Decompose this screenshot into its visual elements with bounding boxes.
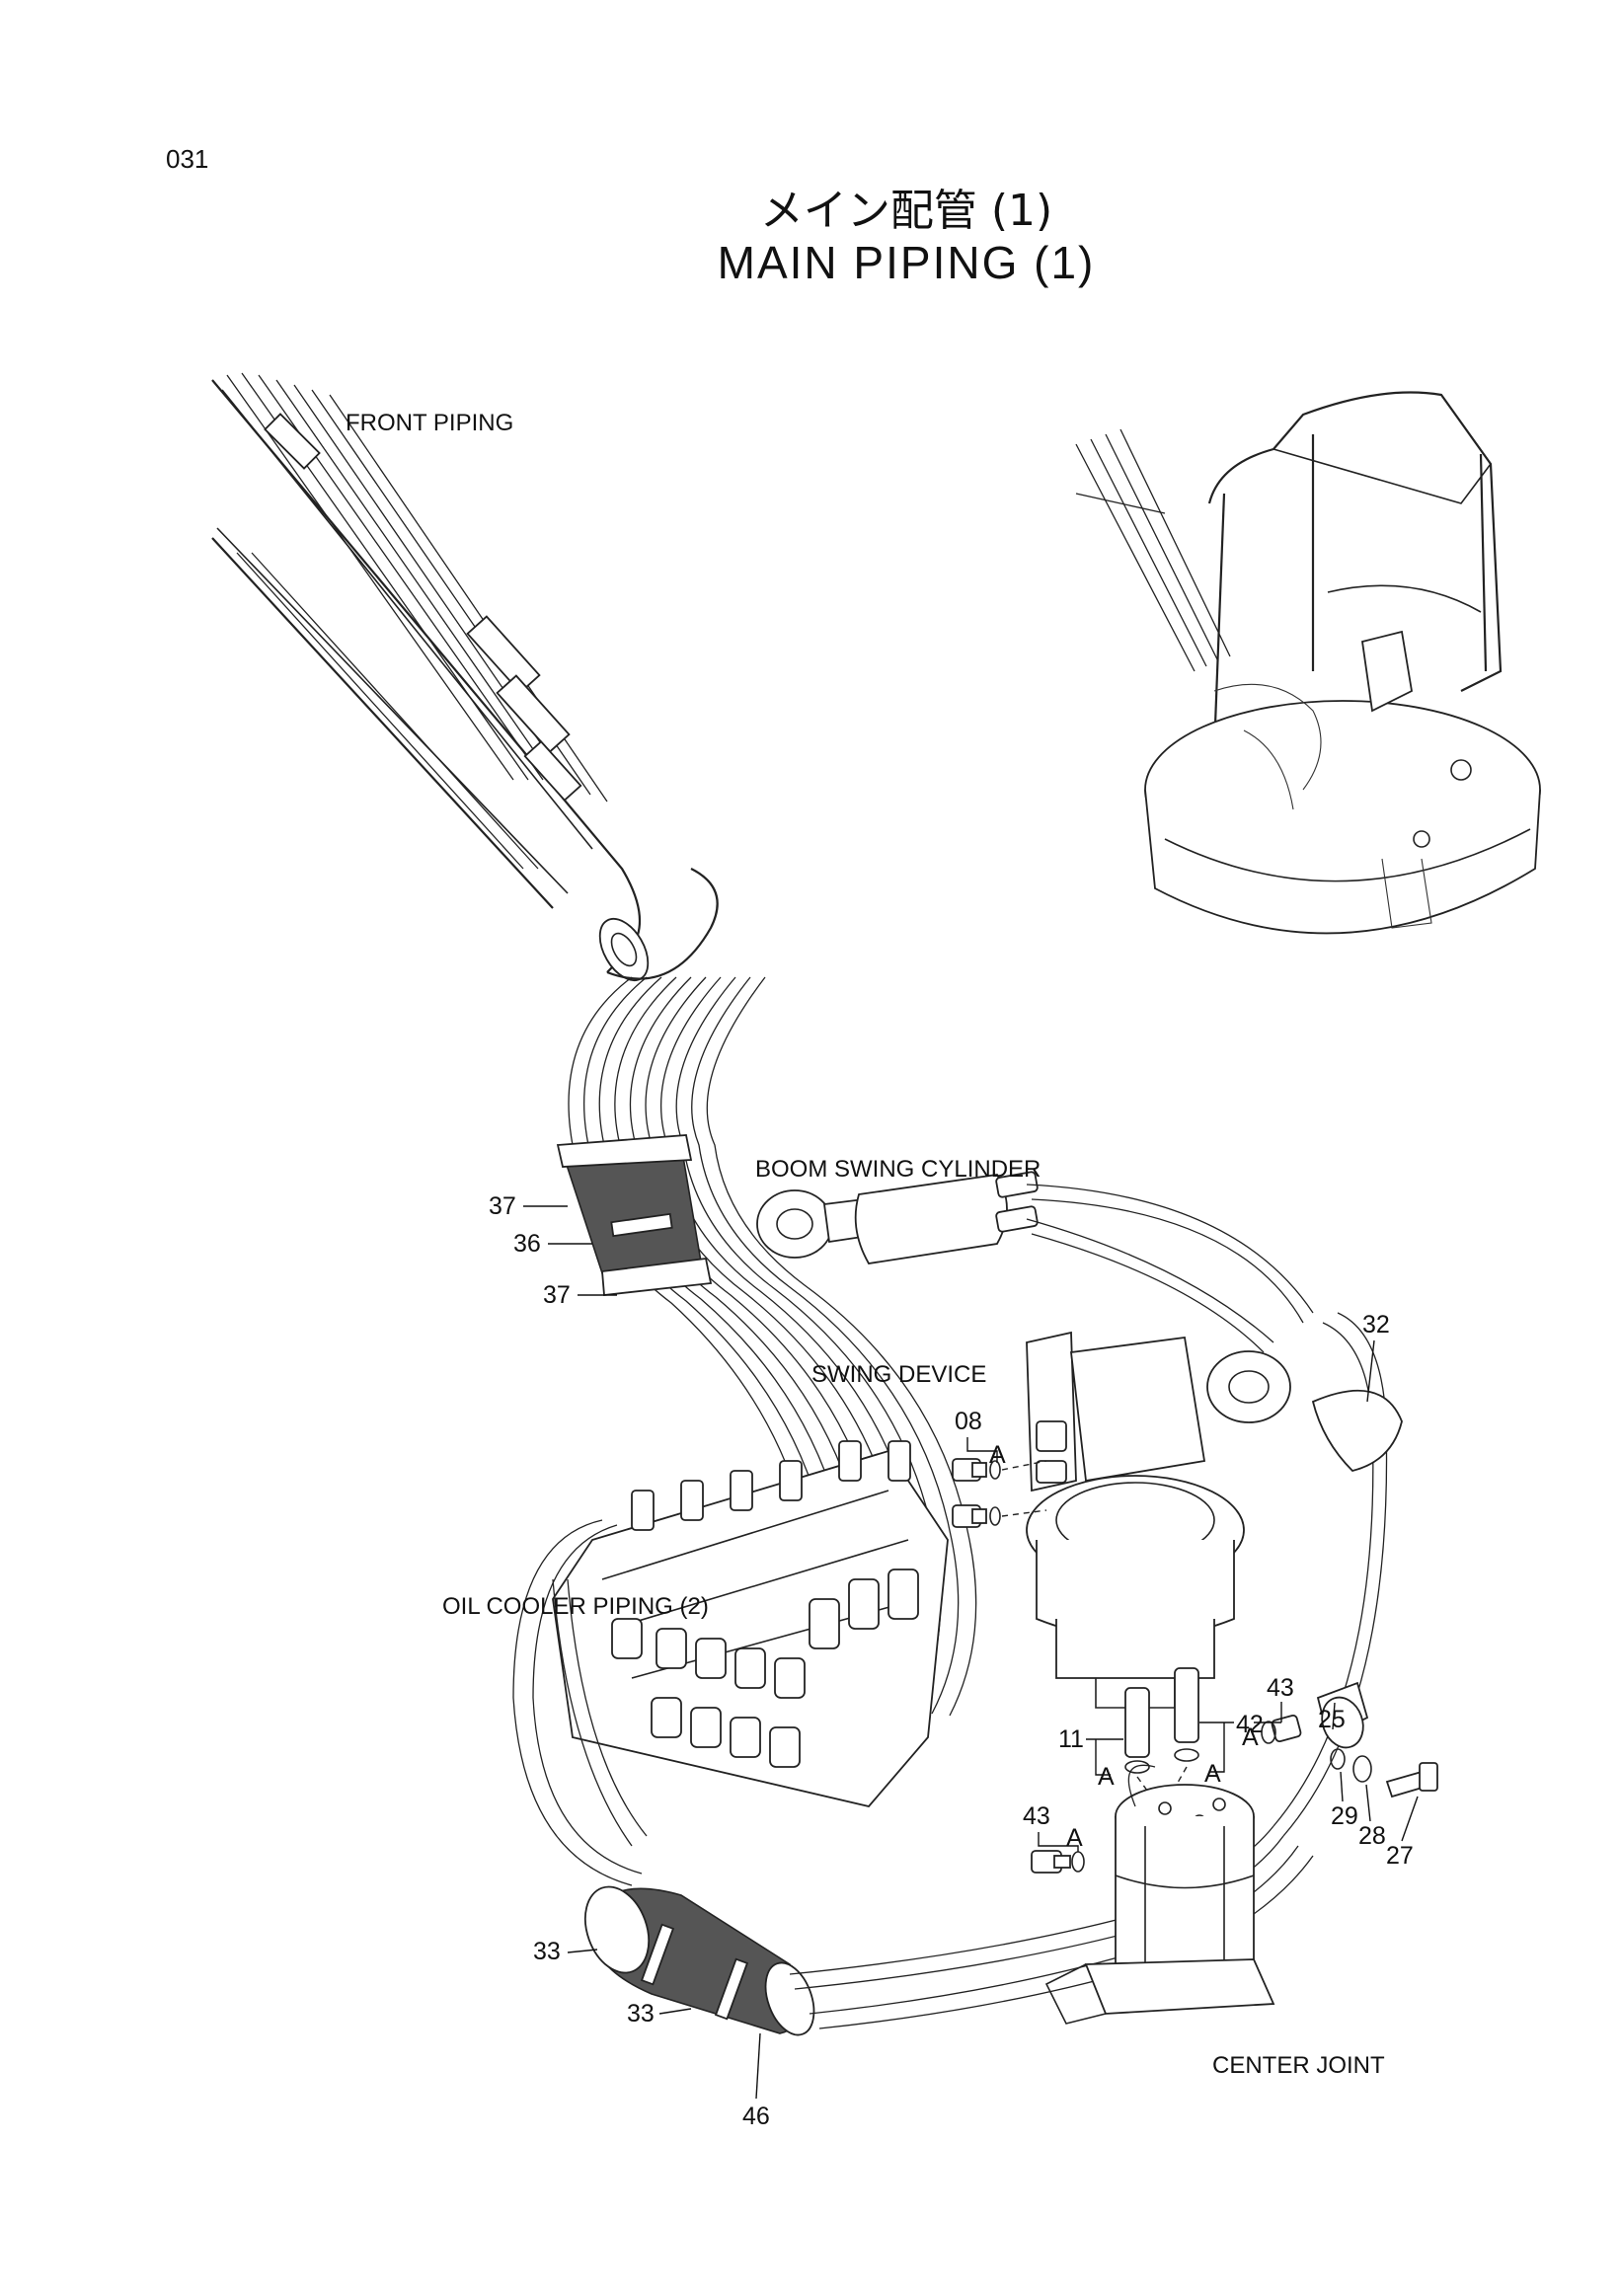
callout-43-lower-view: A <box>1066 1824 1083 1852</box>
fittings-11-42 <box>1124 1667 1199 1802</box>
callout-42-view: A <box>1204 1760 1221 1788</box>
callout-37-upper: 37 <box>489 1192 516 1220</box>
callout-25: 25 <box>1318 1706 1346 1733</box>
boom-assembly <box>211 372 719 981</box>
fittings-43-25 <box>1261 1681 1438 1799</box>
swing-device <box>1026 1331 1245 1709</box>
title-english: MAIN PIPING (1) <box>718 237 1096 288</box>
callout-33-upper: 33 <box>533 1938 561 1965</box>
callout-32: 32 <box>1362 1311 1390 1339</box>
callout-43-upper-view: A <box>1242 1723 1259 1751</box>
oil-cooler-hoses <box>512 1519 648 1886</box>
callout-28: 28 <box>1358 1822 1386 1850</box>
callout-08: 08 <box>955 1408 982 1435</box>
callout-43-upper: 43 <box>1267 1674 1294 1702</box>
label-boom-swing-cylinder: BOOM SWING CYLINDER <box>755 1156 1041 1183</box>
callout-46: 46 <box>742 2103 770 2130</box>
callout-36: 36 <box>513 1230 541 1258</box>
callouts: 37 36 37 32 08 A 11 A 42 A 43 A 25 29 28 <box>489 1192 1419 2130</box>
boom-swing-cylinder <box>756 1171 1314 1423</box>
callout-42: 42 <box>1236 1711 1264 1738</box>
hose-clamp-32 <box>1311 1389 1403 1472</box>
control-valve <box>552 1440 949 1808</box>
label-swing-device: SWING DEVICE <box>811 1361 986 1388</box>
callout-11: 11 <box>1058 1725 1084 1753</box>
fitting-43-lower <box>1031 1850 1085 1874</box>
callout-43-lower: 43 <box>1023 1802 1050 1830</box>
callout-27: 27 <box>1386 1842 1414 1870</box>
label-oil-cooler-piping: OIL COOLER PIPING (2) <box>442 1593 709 1620</box>
callout-33-lower: 33 <box>627 2000 655 2028</box>
center-joint <box>1044 1764 1275 2025</box>
callout-29: 29 <box>1331 1802 1358 1830</box>
label-center-joint: CENTER JOINT <box>1212 2052 1385 2079</box>
hose-protector-46 <box>583 1885 815 2036</box>
callout-11-view: A <box>1098 1763 1115 1791</box>
machine-inset <box>1075 391 1541 935</box>
hose-protector-36 <box>556 1134 713 1296</box>
callout-08-view: A <box>989 1441 1006 1469</box>
fittings-08 <box>952 1458 1047 1528</box>
callout-37-lower: 37 <box>543 1281 571 1309</box>
title-japanese: メイン配管 (1) <box>760 186 1052 236</box>
label-front-piping: FRONT PIPING <box>346 410 513 436</box>
page-number: 031 <box>166 144 208 174</box>
